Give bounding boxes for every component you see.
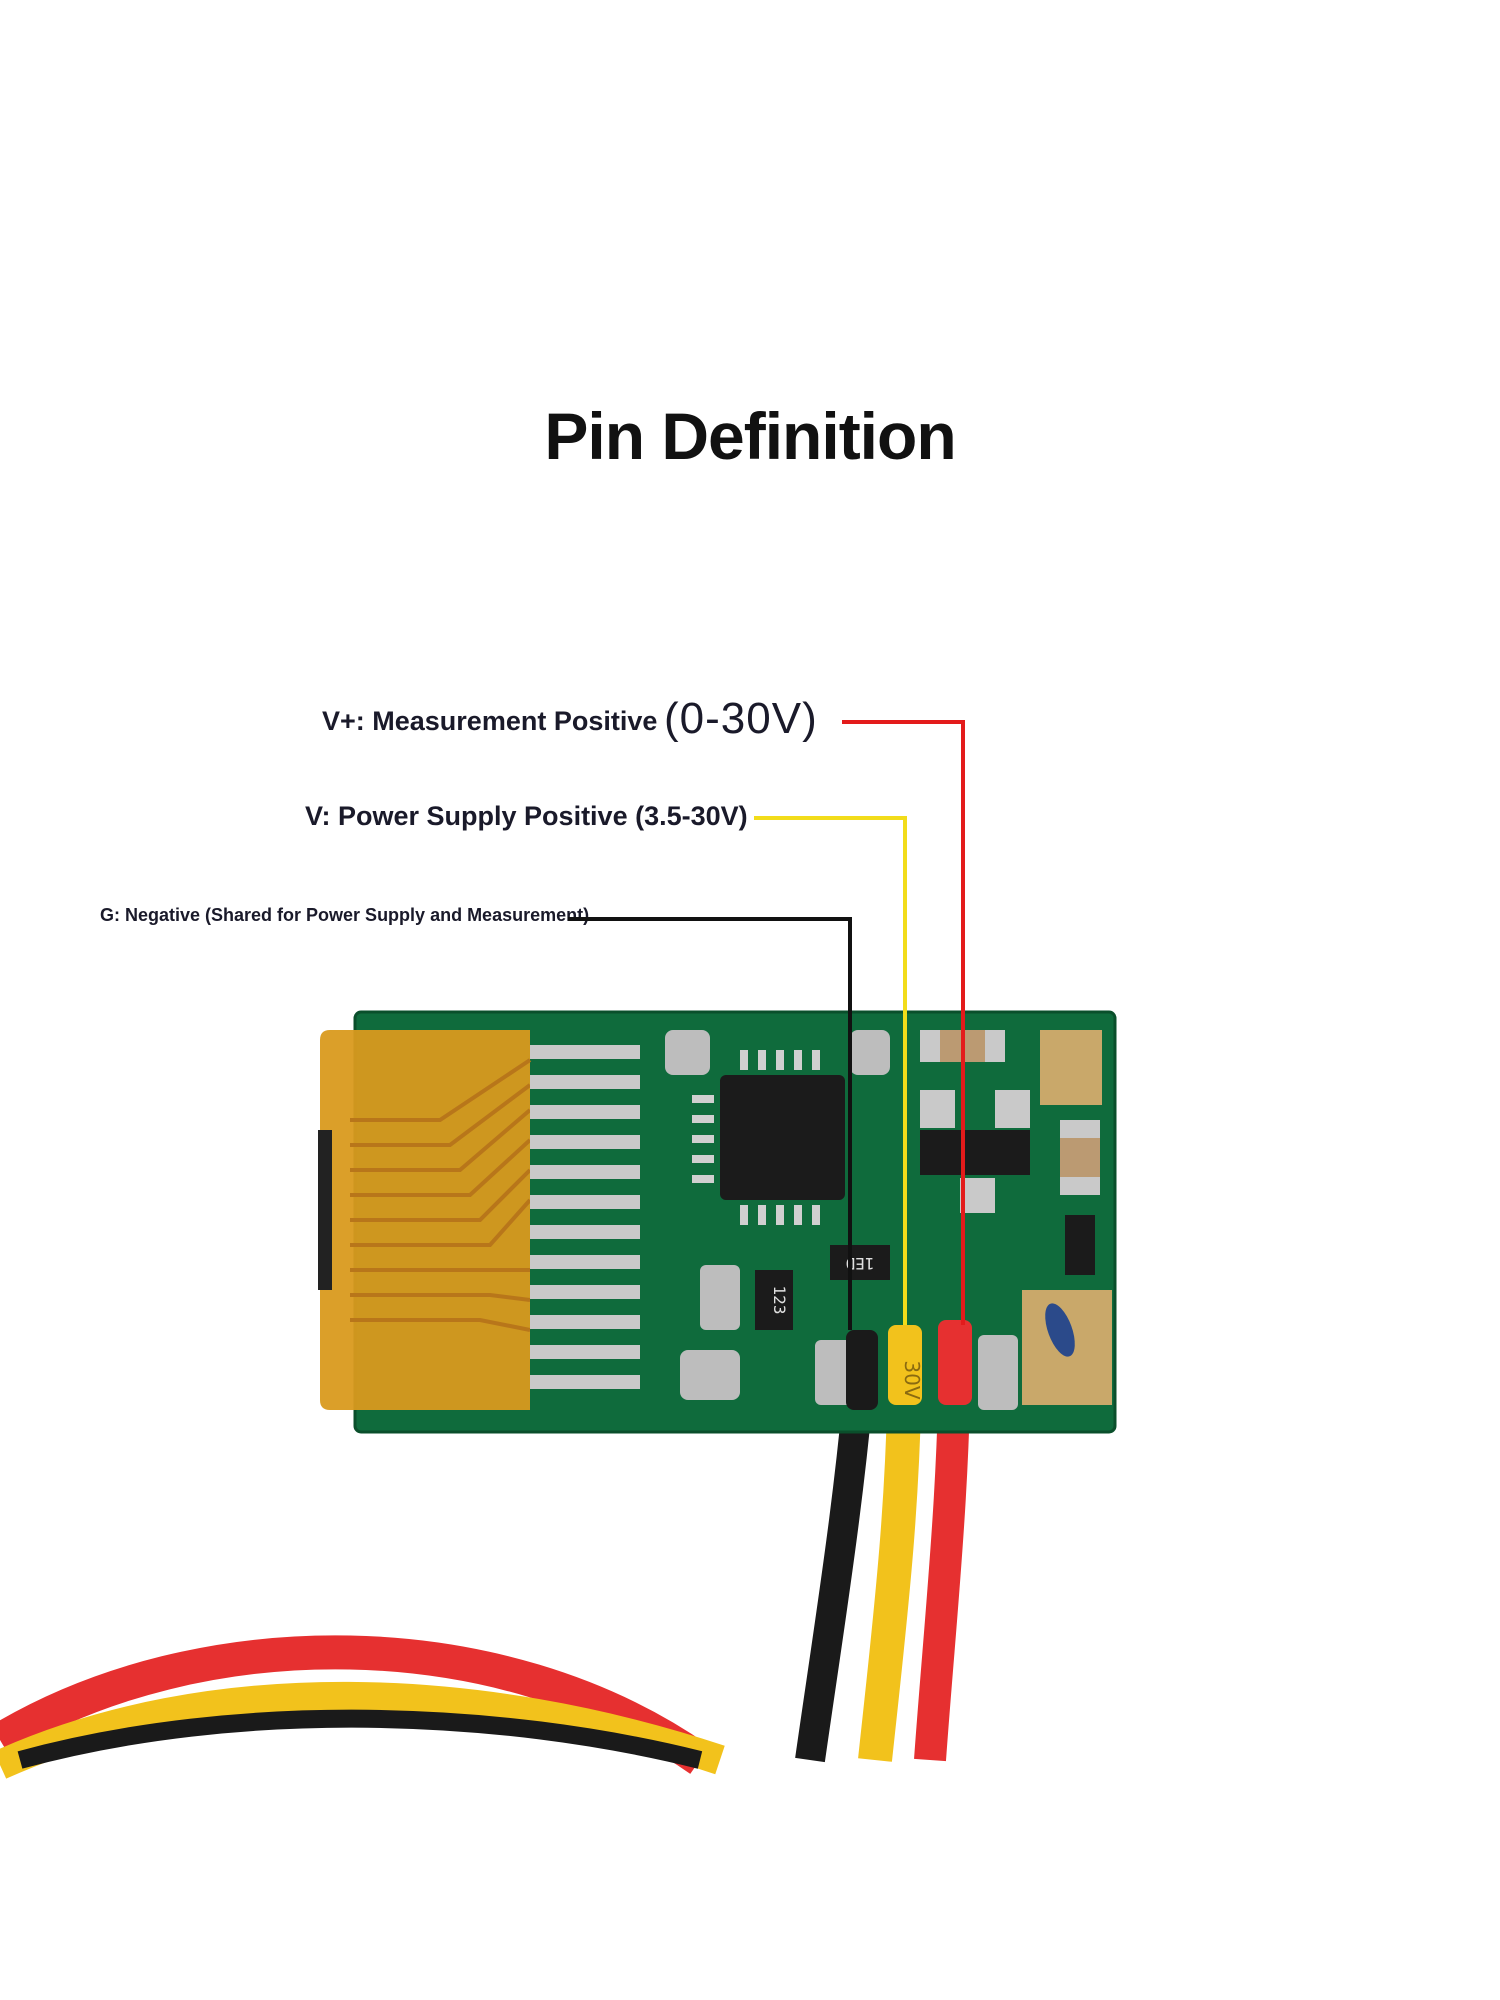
- callout-line-v-plus: [842, 720, 965, 1325]
- callout-line-v: [754, 816, 907, 1325]
- pcb-board: 123 1ED 30V: [318, 1010, 1117, 1434]
- pin-range-v-plus: (0-30V): [664, 694, 818, 743]
- page-title: Pin Definition: [544, 399, 956, 473]
- pin-label-v-plus: V+: Measurement Positive: [322, 706, 658, 736]
- callout-lines: [568, 720, 965, 1330]
- chip-mark-1ed: 1ED: [846, 1254, 875, 1273]
- ic-chip: [720, 1075, 845, 1200]
- wire-bundle: [0, 1635, 725, 1779]
- wire-mark-30v: 30V: [900, 1360, 924, 1399]
- callout-line-g: [568, 917, 852, 1330]
- pin-label-v: V: Power Supply Positive (3.5-30V): [305, 801, 748, 831]
- pin-label-g: G: Negative (Shared for Power Supply and…: [100, 905, 590, 925]
- solder-pads: [530, 1045, 640, 1389]
- chip-mark-123: 123: [770, 1286, 789, 1315]
